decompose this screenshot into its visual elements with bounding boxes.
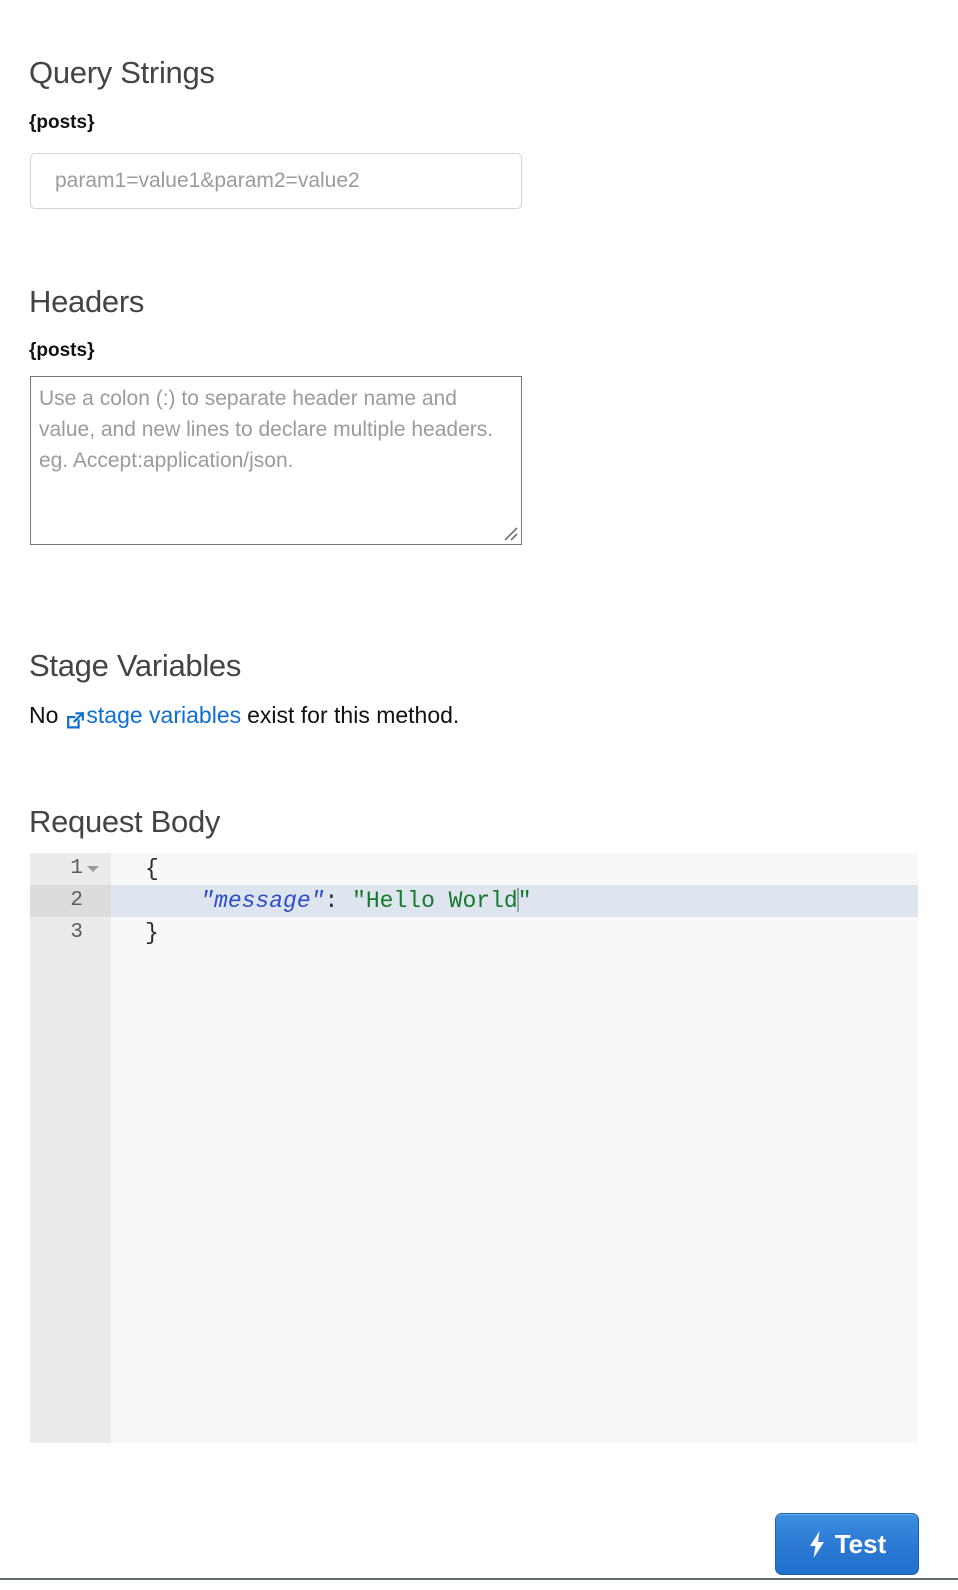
editor-gutter [30, 853, 111, 1443]
test-button-label: Test [834, 1528, 887, 1559]
request-body-heading: Request Body [29, 803, 221, 839]
editor-line-number: 1 [70, 857, 83, 880]
headers-param-label: {posts} [29, 340, 95, 361]
editor-line[interactable]: 1{ [30, 853, 918, 885]
query-strings-heading: Query Strings [29, 54, 215, 90]
editor-active-line-highlight [111, 885, 918, 917]
editor-line[interactable]: 2 "message": "Hello World" [30, 885, 918, 917]
editor-code-rows[interactable]: 1{2 "message": "Hello World"3} [30, 853, 918, 949]
code-token-str: "Hello World [352, 888, 518, 914]
editor-text-cursor [516, 888, 519, 912]
editor-line-content: } [145, 917, 159, 949]
editor-line-number: 3 [70, 921, 83, 944]
stage-variables-text-after: exist for this method. [247, 702, 460, 728]
request-body-code-editor[interactable]: 1{2 "message": "Hello World"3} [30, 853, 918, 1443]
headers-heading: Headers [29, 283, 145, 319]
lightning-bolt-icon [809, 1530, 824, 1558]
code-token-punct: : [324, 888, 353, 914]
stage-variables-heading: Stage Variables [29, 647, 242, 683]
query-strings-input[interactable] [30, 153, 522, 209]
external-link-icon[interactable] [66, 707, 85, 728]
query-strings-param-label: {posts} [29, 112, 95, 133]
code-token-str: " [517, 888, 532, 914]
code-fold-arrow-icon[interactable] [87, 866, 99, 872]
stage-variables-text-before: No [29, 702, 59, 728]
code-token-key: "message" [200, 888, 325, 914]
editor-line-content: "message": "Hello World" [145, 885, 532, 917]
code-token-punct: } [145, 920, 159, 946]
editor-line-number: 2 [30, 885, 111, 917]
stage-variables-message: No stage variables exist for this method… [29, 700, 459, 730]
footer-divider [0, 1578, 958, 1580]
test-button[interactable]: Test [775, 1513, 919, 1575]
headers-textarea[interactable] [30, 376, 522, 545]
stage-variables-link[interactable]: stage variables [86, 702, 242, 728]
editor-line-content: { [145, 853, 159, 885]
editor-line[interactable]: 3} [30, 917, 918, 949]
code-token-punct [145, 888, 200, 914]
code-token-punct: { [145, 856, 159, 882]
